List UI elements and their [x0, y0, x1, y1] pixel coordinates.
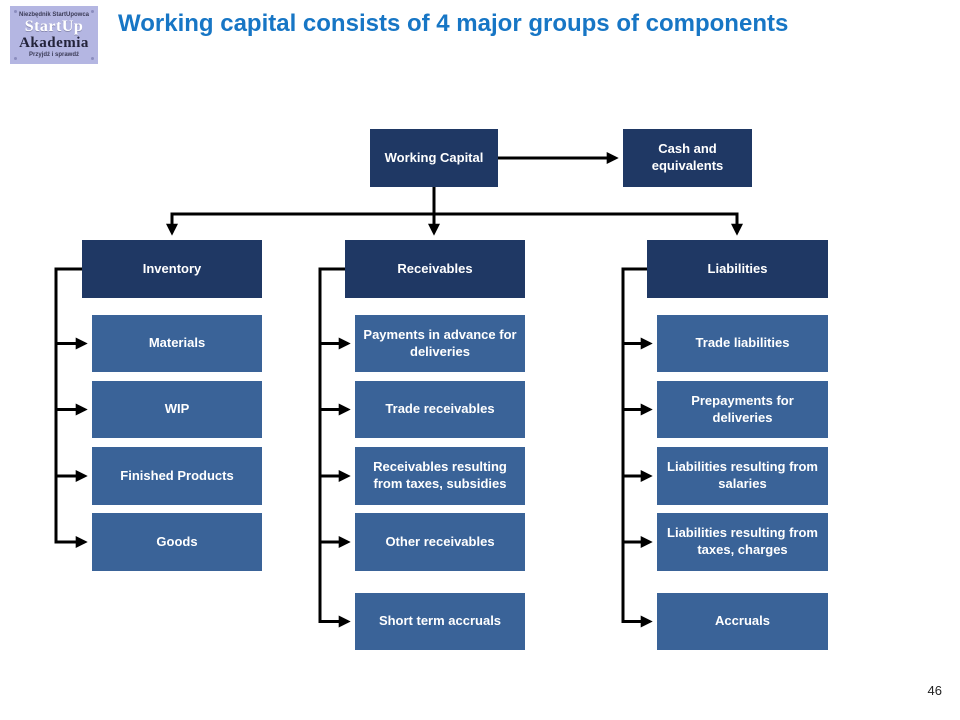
- node-other-receivables: Other receivables: [355, 513, 525, 571]
- node-liabilities-salaries: Liabilities resulting from salaries: [657, 447, 828, 505]
- node-accruals: Accruals: [657, 593, 828, 650]
- slide-title: Working capital consists of 4 major grou…: [118, 10, 789, 37]
- node-materials: Materials: [92, 315, 262, 372]
- node-receivables: Receivables: [345, 240, 525, 298]
- node-finished-products: Finished Products: [92, 447, 262, 505]
- node-trade-liabilities: Trade liabilities: [657, 315, 828, 372]
- page-number: 46: [927, 683, 942, 698]
- logo-corner-dot: [14, 10, 17, 13]
- logo-name-line2: Akademia: [19, 34, 89, 51]
- node-prepayments-for-deliveries: Prepayments for deliveries: [657, 381, 828, 438]
- node-wip: WIP: [92, 381, 262, 438]
- node-working-capital: Working Capital: [370, 129, 498, 187]
- logo-tagline-top: Niezbędnik StartUpowca: [18, 11, 89, 18]
- node-goods: Goods: [92, 513, 262, 571]
- node-short-term-accruals: Short term accruals: [355, 593, 525, 650]
- logo-corner-dot: [14, 57, 17, 60]
- startup-akademia-logo: Niezbędnik StartUpowca StartUp Akademia …: [10, 6, 98, 64]
- node-liabilities: Liabilities: [647, 240, 828, 298]
- logo-tagline-bottom: Przyjdź i sprawdź: [28, 52, 79, 59]
- node-inventory: Inventory: [82, 240, 262, 298]
- node-cash-and-equivalents: Cash and equivalents: [623, 129, 752, 187]
- node-receivables-taxes-subsidies: Receivables resulting from taxes, subsid…: [355, 447, 525, 505]
- node-payments-in-advance: Payments in advance for deliveries: [355, 315, 525, 372]
- logo-name-line1: StartUp: [24, 17, 84, 35]
- logo-corner-dot: [91, 57, 94, 60]
- node-liabilities-taxes-charges: Liabilities resulting from taxes, charge…: [657, 513, 828, 571]
- node-trade-receivables: Trade receivables: [355, 381, 525, 438]
- logo-corner-dot: [91, 10, 94, 13]
